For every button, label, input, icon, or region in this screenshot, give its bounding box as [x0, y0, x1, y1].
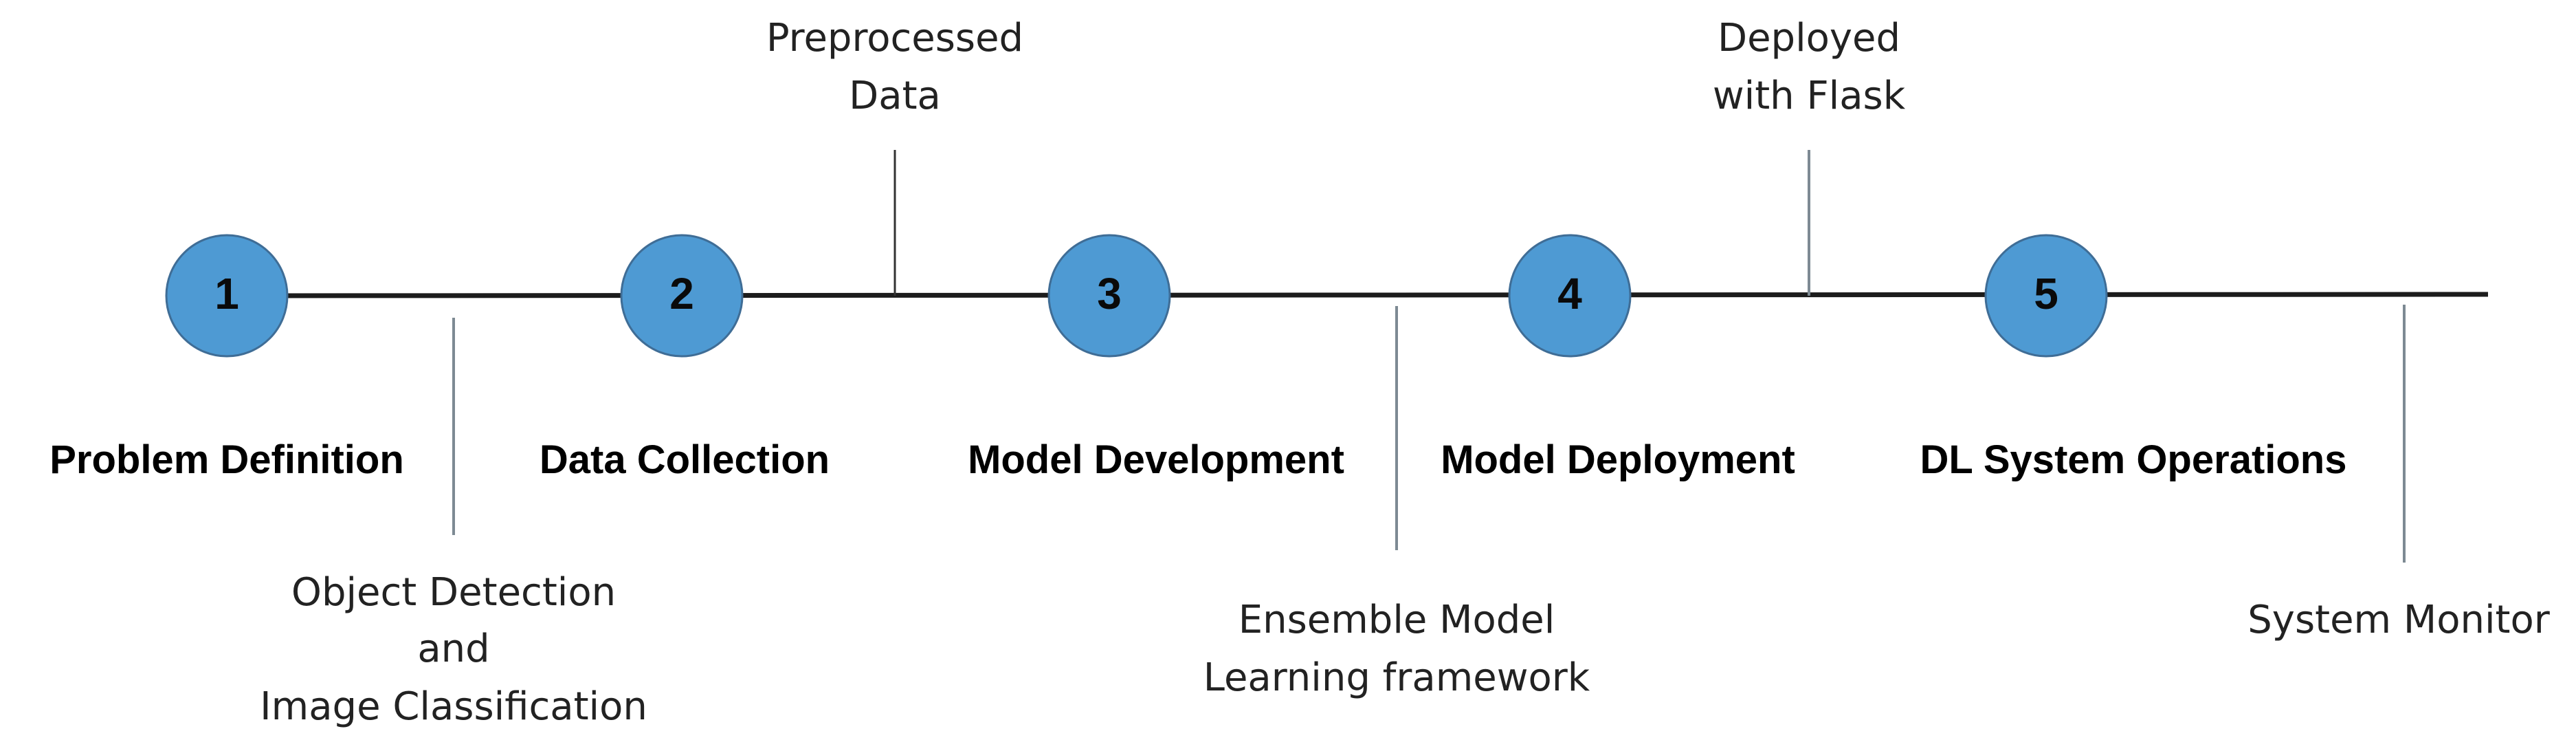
stage-circle — [165, 234, 289, 358]
stage-node-1: 1 — [165, 234, 289, 358]
annotation-ensemble-model: Ensemble Model Learning framework — [1203, 598, 1590, 700]
stage-label-dl-system-operations: DL System Operations — [1920, 437, 2346, 482]
annotation-line: Data — [849, 74, 941, 118]
annotation-line: Image Classification — [260, 684, 647, 729]
stage-number: 3 — [1097, 269, 1122, 318]
annotation-line: Ensemble Model — [1239, 598, 1555, 642]
stage-circle — [1508, 234, 1632, 358]
annotation-line: Deployed — [1718, 16, 1900, 61]
annotation-line: Preprocessed — [766, 16, 1023, 61]
stage-label-model-development: Model Development — [968, 437, 1344, 482]
annotation-line: Object Detection — [291, 570, 616, 615]
stage-circle — [1047, 234, 1171, 358]
annotation-deployed-flask: Deployed with Flask — [1713, 16, 1906, 118]
annotation-line: System Monitor — [2247, 598, 2550, 642]
stage-circle — [620, 234, 744, 358]
annotation-line: and — [417, 627, 489, 671]
timeline-axis — [226, 292, 2489, 298]
stage-label-problem-definition: Problem Definition — [49, 437, 404, 482]
annotation-line: with Flask — [1713, 74, 1906, 118]
stage-label-model-deployment: Model Deployment — [1441, 437, 1795, 482]
stage-node-2: 2 — [620, 234, 744, 358]
annotation-object-detection: Object Detection and Image Classificatio… — [260, 570, 647, 729]
annotation-system-monitor: System Monitor — [2247, 598, 2550, 642]
stage-number: 2 — [669, 269, 694, 318]
stage-number: 4 — [1557, 269, 1582, 318]
stage-node-3: 3 — [1047, 234, 1171, 358]
stage-number: 5 — [2034, 269, 2058, 318]
stage-node-4: 4 — [1508, 234, 1632, 358]
stage-node-5: 5 — [1984, 234, 2108, 358]
annotation-line: Learning framework — [1203, 655, 1590, 700]
stage-circle — [1984, 234, 2108, 358]
stage-label-data-collection: Data Collection — [540, 437, 830, 482]
annotation-preprocessed-data: Preprocessed Data — [766, 16, 1023, 118]
stage-number: 1 — [214, 269, 239, 318]
